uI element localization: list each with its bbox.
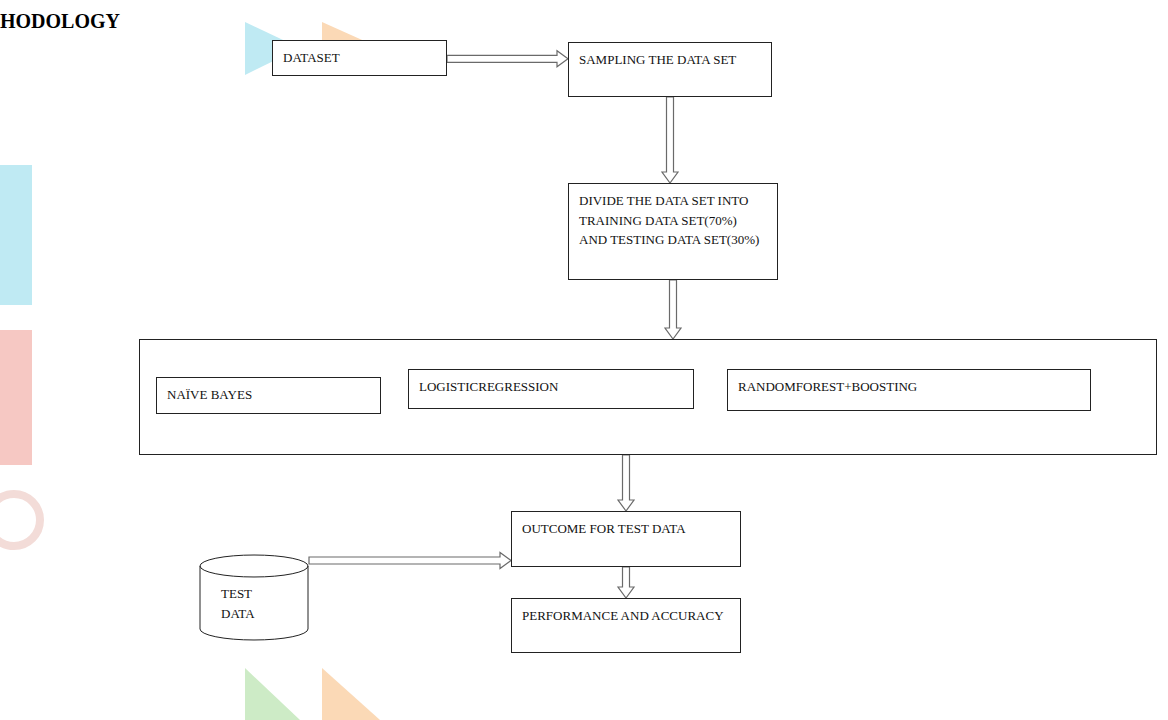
flow-arrow <box>447 51 568 67</box>
model-group-box: NAÏVE BAYES LOGISTICREGRESSION RANDOMFORES… <box>139 339 1157 455</box>
flow-arrow <box>309 553 511 569</box>
watermark-triangle <box>322 668 380 720</box>
process-box: PERFORMANCE AND ACCURACY <box>511 598 741 653</box>
flow-arrow <box>662 97 678 183</box>
process-box: DIVIDE THE DATA SET INTO TRAINING DATA S… <box>568 183 778 280</box>
process-box: NAÏVE BAYES <box>156 377 381 414</box>
flow-arrow <box>618 455 634 511</box>
watermark-band <box>0 330 32 465</box>
process-box: OUTCOME FOR TEST DATA <box>511 511 741 567</box>
node-label: RANDOMFOREST+BOOSTING <box>728 370 1090 404</box>
watermark-band <box>0 165 32 305</box>
process-box: LOGISTICREGRESSION <box>408 369 694 409</box>
process-box: DATASET <box>272 40 447 76</box>
watermark-gear <box>0 494 40 546</box>
process-box: RANDOMFOREST+BOOSTING <box>727 369 1091 411</box>
heading: HODOLOGY <box>0 10 120 33</box>
node-label: OUTCOME FOR TEST DATA <box>512 512 740 546</box>
flow-arrow <box>665 280 681 339</box>
watermark-triangle <box>245 668 300 720</box>
flow-arrow <box>618 567 634 598</box>
cylinder-outline <box>199 554 309 641</box>
node-label: PERFORMANCE AND ACCURACY <box>512 599 740 633</box>
node-label: LOGISTICREGRESSION <box>409 370 693 404</box>
process-box: SAMPLING THE DATA SET <box>568 42 772 97</box>
node-label: SAMPLING THE DATA SET <box>569 43 771 77</box>
node-label: TEST DATA <box>199 554 273 623</box>
node-label: DATASET <box>273 41 446 75</box>
node-label: DIVIDE THE DATA SET INTO TRAINING DATA S… <box>569 184 777 257</box>
database-cylinder: TEST DATA <box>199 554 309 641</box>
node-label: NAÏVE BAYES <box>157 378 380 412</box>
